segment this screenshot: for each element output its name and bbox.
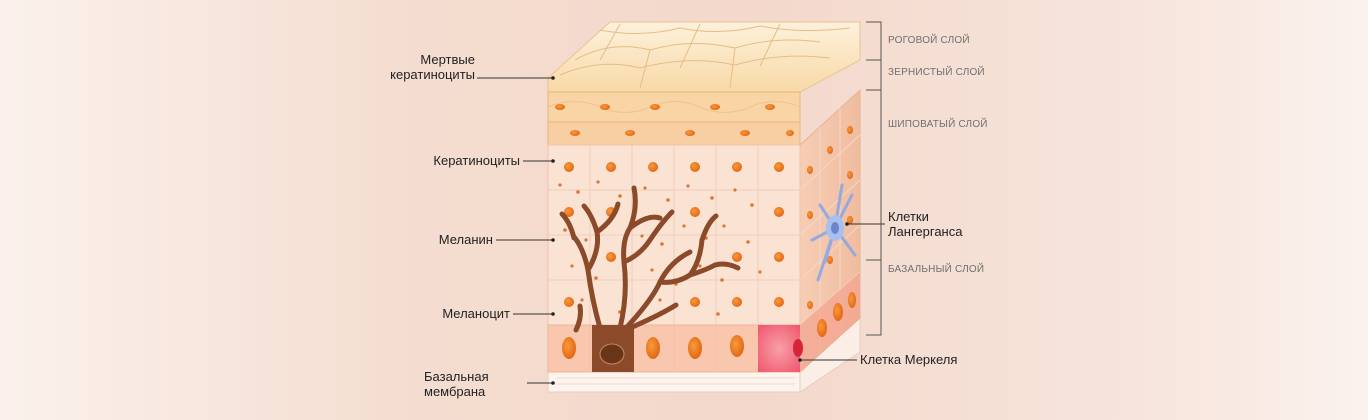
leader-lines-right [798, 222, 885, 362]
label-dead-keratinocytes: Мертвые кератиноциты [390, 52, 475, 82]
keratinocyte-nuclei [564, 162, 784, 307]
label-keratinocytes: Кератиноциты [433, 153, 520, 168]
basal-membrane [547, 316, 861, 393]
layer-label-corneum: РОГОВОЙ СЛОЙ [888, 35, 970, 46]
label-langerhans-cells: Клетки Лангерганса [888, 209, 963, 239]
melanin-granules [558, 180, 762, 316]
layer-label-granulosum: ЗЕРНИСТЫЙ СЛОЙ [888, 67, 985, 78]
leader-lines-left [477, 76, 555, 385]
side-nuclei [807, 126, 853, 309]
label-basal-membrane: Базальная мембрана [424, 369, 489, 399]
merkel-cell [758, 325, 800, 372]
stratum-granulosum [547, 91, 801, 123]
layer-label-basale: БАЗАЛЬНЫЙ СЛОЙ [888, 264, 985, 275]
label-merkel-cell: Клетка Меркеля [860, 352, 958, 367]
layer-brackets [866, 21, 882, 336]
layer-label-spinosum: ШИПОВАТЫЙ СЛОЙ [888, 119, 988, 130]
melanocyte [559, 185, 741, 372]
label-melanocyte: Меланоцит [442, 306, 510, 321]
granular-nuclei [555, 104, 775, 110]
label-melanin: Меланин [438, 232, 493, 247]
stratum-spinosum [547, 144, 801, 326]
